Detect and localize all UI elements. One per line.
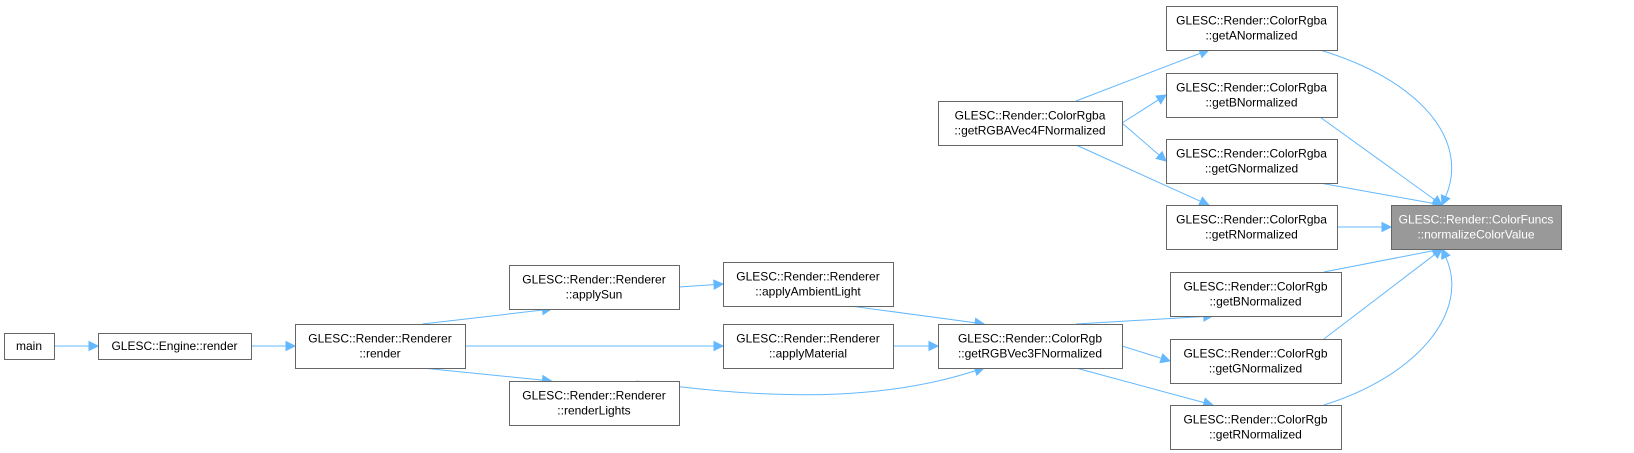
edge-rgb_g-to-normalize — [1323, 254, 1436, 340]
node-rgb-b[interactable]: GLESC::Render::ColorRgb::getBNormalized — [1170, 272, 1342, 317]
node-label-line: ::getRGBAVec4FNormalized — [954, 124, 1105, 138]
node-box — [1166, 205, 1338, 250]
node-normalize[interactable]: GLESC::Render::ColorFuncs::normalizeColo… — [1391, 205, 1562, 250]
node-label-line: ::applySun — [566, 288, 623, 302]
node-main[interactable]: main — [4, 333, 55, 360]
edge-rgba_vec4-to-rgba_a — [1075, 52, 1201, 102]
node-label-line: ::normalizeColorValue — [1417, 228, 1534, 242]
arrowhead-rgba_a-to-normalize — [1440, 194, 1451, 207]
arrowhead-apply_material-to-rgb_vec3 — [928, 340, 940, 352]
edge-rgba_g-to-normalize — [1319, 182, 1434, 204]
node-label-line: GLESC::Render::Renderer — [522, 273, 665, 287]
node-box — [723, 324, 894, 369]
node-box — [1391, 205, 1562, 250]
node-label-line: GLESC::Engine::render — [111, 339, 237, 353]
node-label-line: GLESC::Render::ColorRgba — [1176, 14, 1327, 28]
node-label-line: GLESC::Render::ColorRgba — [1176, 147, 1327, 161]
node-rgb-r[interactable]: GLESC::Render::ColorRgb::getRNormalized — [1170, 405, 1342, 450]
node-box — [1170, 405, 1342, 450]
node-label-line: GLESC::Render::Renderer — [736, 332, 879, 346]
node-box — [4, 333, 55, 360]
edge-rgb_vec3-to-rgb_b — [1075, 316, 1204, 325]
arrowhead-rgb_g-to-normalize — [1431, 248, 1443, 259]
edge-renderer_render-to-render_lights — [422, 367, 543, 381]
node-label-line: ::applyMaterial — [769, 347, 847, 361]
node-label-line: ::getBNormalized — [1205, 96, 1297, 110]
edge-rgb_r-to-normalize — [1323, 256, 1453, 406]
arrowhead-rgb_r-to-normalize — [1441, 247, 1451, 260]
node-label-line: ::getRNormalized — [1209, 428, 1302, 442]
edge-rgba_vec4-to-rgba_r — [1075, 144, 1201, 202]
node-renderer-render[interactable]: GLESC::Render::Renderer::render — [295, 324, 466, 369]
node-label-line: ::renderLights — [557, 404, 630, 418]
edge-rgb_vec3-to-rgb_r — [1075, 367, 1205, 404]
node-rgba-a[interactable]: GLESC::Render::ColorRgba::getANormalized — [1166, 6, 1338, 51]
node-label-line: GLESC::Render::Renderer — [308, 332, 451, 346]
node-box — [938, 324, 1123, 369]
node-label-line: GLESC::Render::ColorRgba — [1176, 213, 1327, 227]
node-label-line: ::getRGBVec3FNormalized — [958, 347, 1102, 361]
node-box — [1166, 139, 1338, 184]
node-apply-sun[interactable]: GLESC::Render::Renderer::applySun — [509, 265, 680, 310]
node-label-line: GLESC::Render::ColorFuncs — [1399, 213, 1554, 227]
node-label-line: ::getANormalized — [1205, 29, 1297, 43]
node-box — [1170, 339, 1342, 384]
node-rgb-vec3[interactable]: GLESC::Render::ColorRgb::getRGBVec3FNorm… — [938, 324, 1123, 369]
node-box — [509, 265, 680, 310]
node-label-line: GLESC::Render::ColorRgb — [958, 332, 1102, 346]
arrowhead-main-to-engine_render — [88, 340, 100, 352]
node-box — [723, 262, 894, 307]
node-rgb-g[interactable]: GLESC::Render::ColorRgb::getGNormalized — [1170, 339, 1342, 384]
edge-rgba_a-to-normalize — [1319, 49, 1453, 197]
node-label-line: ::getBNormalized — [1209, 295, 1301, 309]
node-rgba-vec4[interactable]: GLESC::Render::ColorRgba::getRGBAVec4FNo… — [938, 101, 1123, 146]
node-label-line: GLESC::Render::ColorRgba — [955, 109, 1106, 123]
edge-rgba_vec4-to-rgba_b — [1121, 99, 1159, 124]
node-apply-material[interactable]: GLESC::Render::Renderer::applyMaterial — [723, 324, 894, 369]
arrowhead-apply_sun-to-apply_ambient — [713, 279, 725, 290]
edge-rgb_vec3-to-rgb_g — [1121, 345, 1162, 359]
arrowhead-rgba_vec4-to-rgba_g — [1155, 150, 1167, 162]
arrowhead-rgba_r-to-normalize — [1381, 221, 1393, 233]
edge-apply_ambient-to-rgb_vec3 — [850, 305, 976, 324]
node-box — [1166, 73, 1338, 118]
node-box — [98, 333, 252, 360]
edge-apply_sun-to-apply_ambient — [678, 284, 715, 288]
node-box — [938, 101, 1123, 146]
node-engine-render[interactable]: GLESC::Engine::render — [98, 333, 252, 360]
node-apply-ambient[interactable]: GLESC::Render::Renderer::applyAmbientLig… — [723, 262, 894, 307]
node-label-line: ::getGNormalized — [1209, 362, 1302, 376]
edge-rgba_vec4-to-rgba_g — [1121, 122, 1160, 156]
node-rgba-b[interactable]: GLESC::Render::ColorRgba::getBNormalized — [1166, 73, 1338, 118]
arrowhead-rgb_vec3-to-rgb_g — [1159, 353, 1172, 364]
node-label-line: GLESC::Render::ColorRgba — [1176, 81, 1327, 95]
edge-render_lights-to-rgb_vec3 — [636, 370, 976, 396]
arrowhead-renderer_render-to-apply_material — [713, 340, 725, 352]
node-label-line: ::render — [359, 347, 400, 361]
node-label-line: ::getRNormalized — [1205, 228, 1298, 242]
node-box — [509, 381, 680, 426]
arrowhead-rgba_vec4-to-rgba_r — [1197, 196, 1210, 206]
node-rgba-g[interactable]: GLESC::Render::ColorRgba::getGNormalized — [1166, 139, 1338, 184]
node-label-line: GLESC::Render::Renderer — [736, 270, 879, 284]
node-label-line: ::applyAmbientLight — [755, 285, 861, 299]
edge-rgb_b-to-normalize — [1323, 250, 1434, 273]
node-box — [1170, 272, 1342, 317]
node-label-line: GLESC::Render::ColorRgb — [1183, 413, 1327, 427]
edge-rgba_b-to-normalize — [1319, 116, 1435, 201]
node-box — [295, 324, 466, 369]
arrowhead-engine_render-to-renderer_render — [285, 340, 297, 352]
node-label-line: GLESC::Render::ColorRgb — [1183, 347, 1327, 361]
node-label-line: GLESC::Render::Renderer — [522, 389, 665, 403]
arrowhead-rgba_vec4-to-rgba_b — [1155, 94, 1167, 105]
node-label-line: main — [16, 339, 42, 353]
node-label-line: GLESC::Render::ColorRgb — [1183, 280, 1327, 294]
node-box — [1166, 6, 1338, 51]
node-rgba-r[interactable]: GLESC::Render::ColorRgba::getRNormalized — [1166, 205, 1338, 250]
node-render-lights[interactable]: GLESC::Render::Renderer::renderLights — [509, 381, 680, 426]
edge-renderer_render-to-apply_sun — [422, 309, 543, 325]
node-label-line: ::getGNormalized — [1205, 162, 1298, 176]
